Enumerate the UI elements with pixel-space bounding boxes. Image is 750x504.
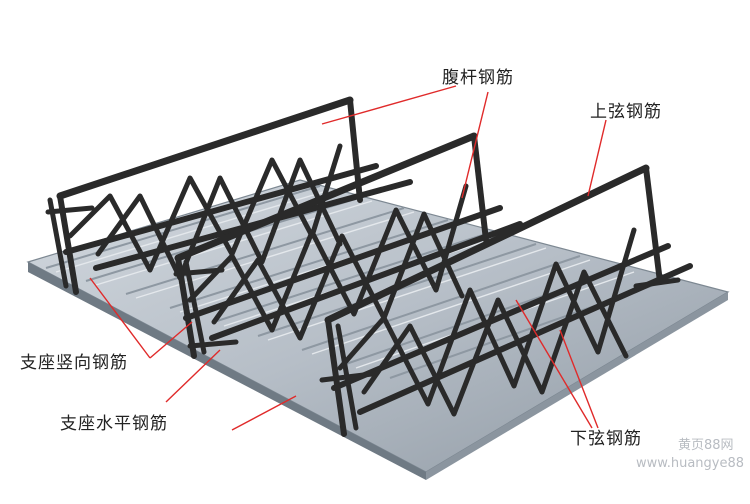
label-top-chord: 上弦钢筋 <box>590 102 662 122</box>
truss-middle <box>173 132 523 359</box>
watermark-line1: 黄页88网 <box>678 438 734 453</box>
label-bottom-chord: 下弦钢筋 <box>570 429 642 449</box>
leader-lines <box>89 85 607 431</box>
label-web-bar: 腹杆钢筋 <box>442 68 514 88</box>
truss-right <box>319 164 693 437</box>
watermark-line2: www.huangye88 <box>636 456 745 471</box>
label-support-horizontal: 支座水平钢筋 <box>60 414 168 434</box>
label-support-vertical: 支座竖向钢筋 <box>20 353 128 373</box>
